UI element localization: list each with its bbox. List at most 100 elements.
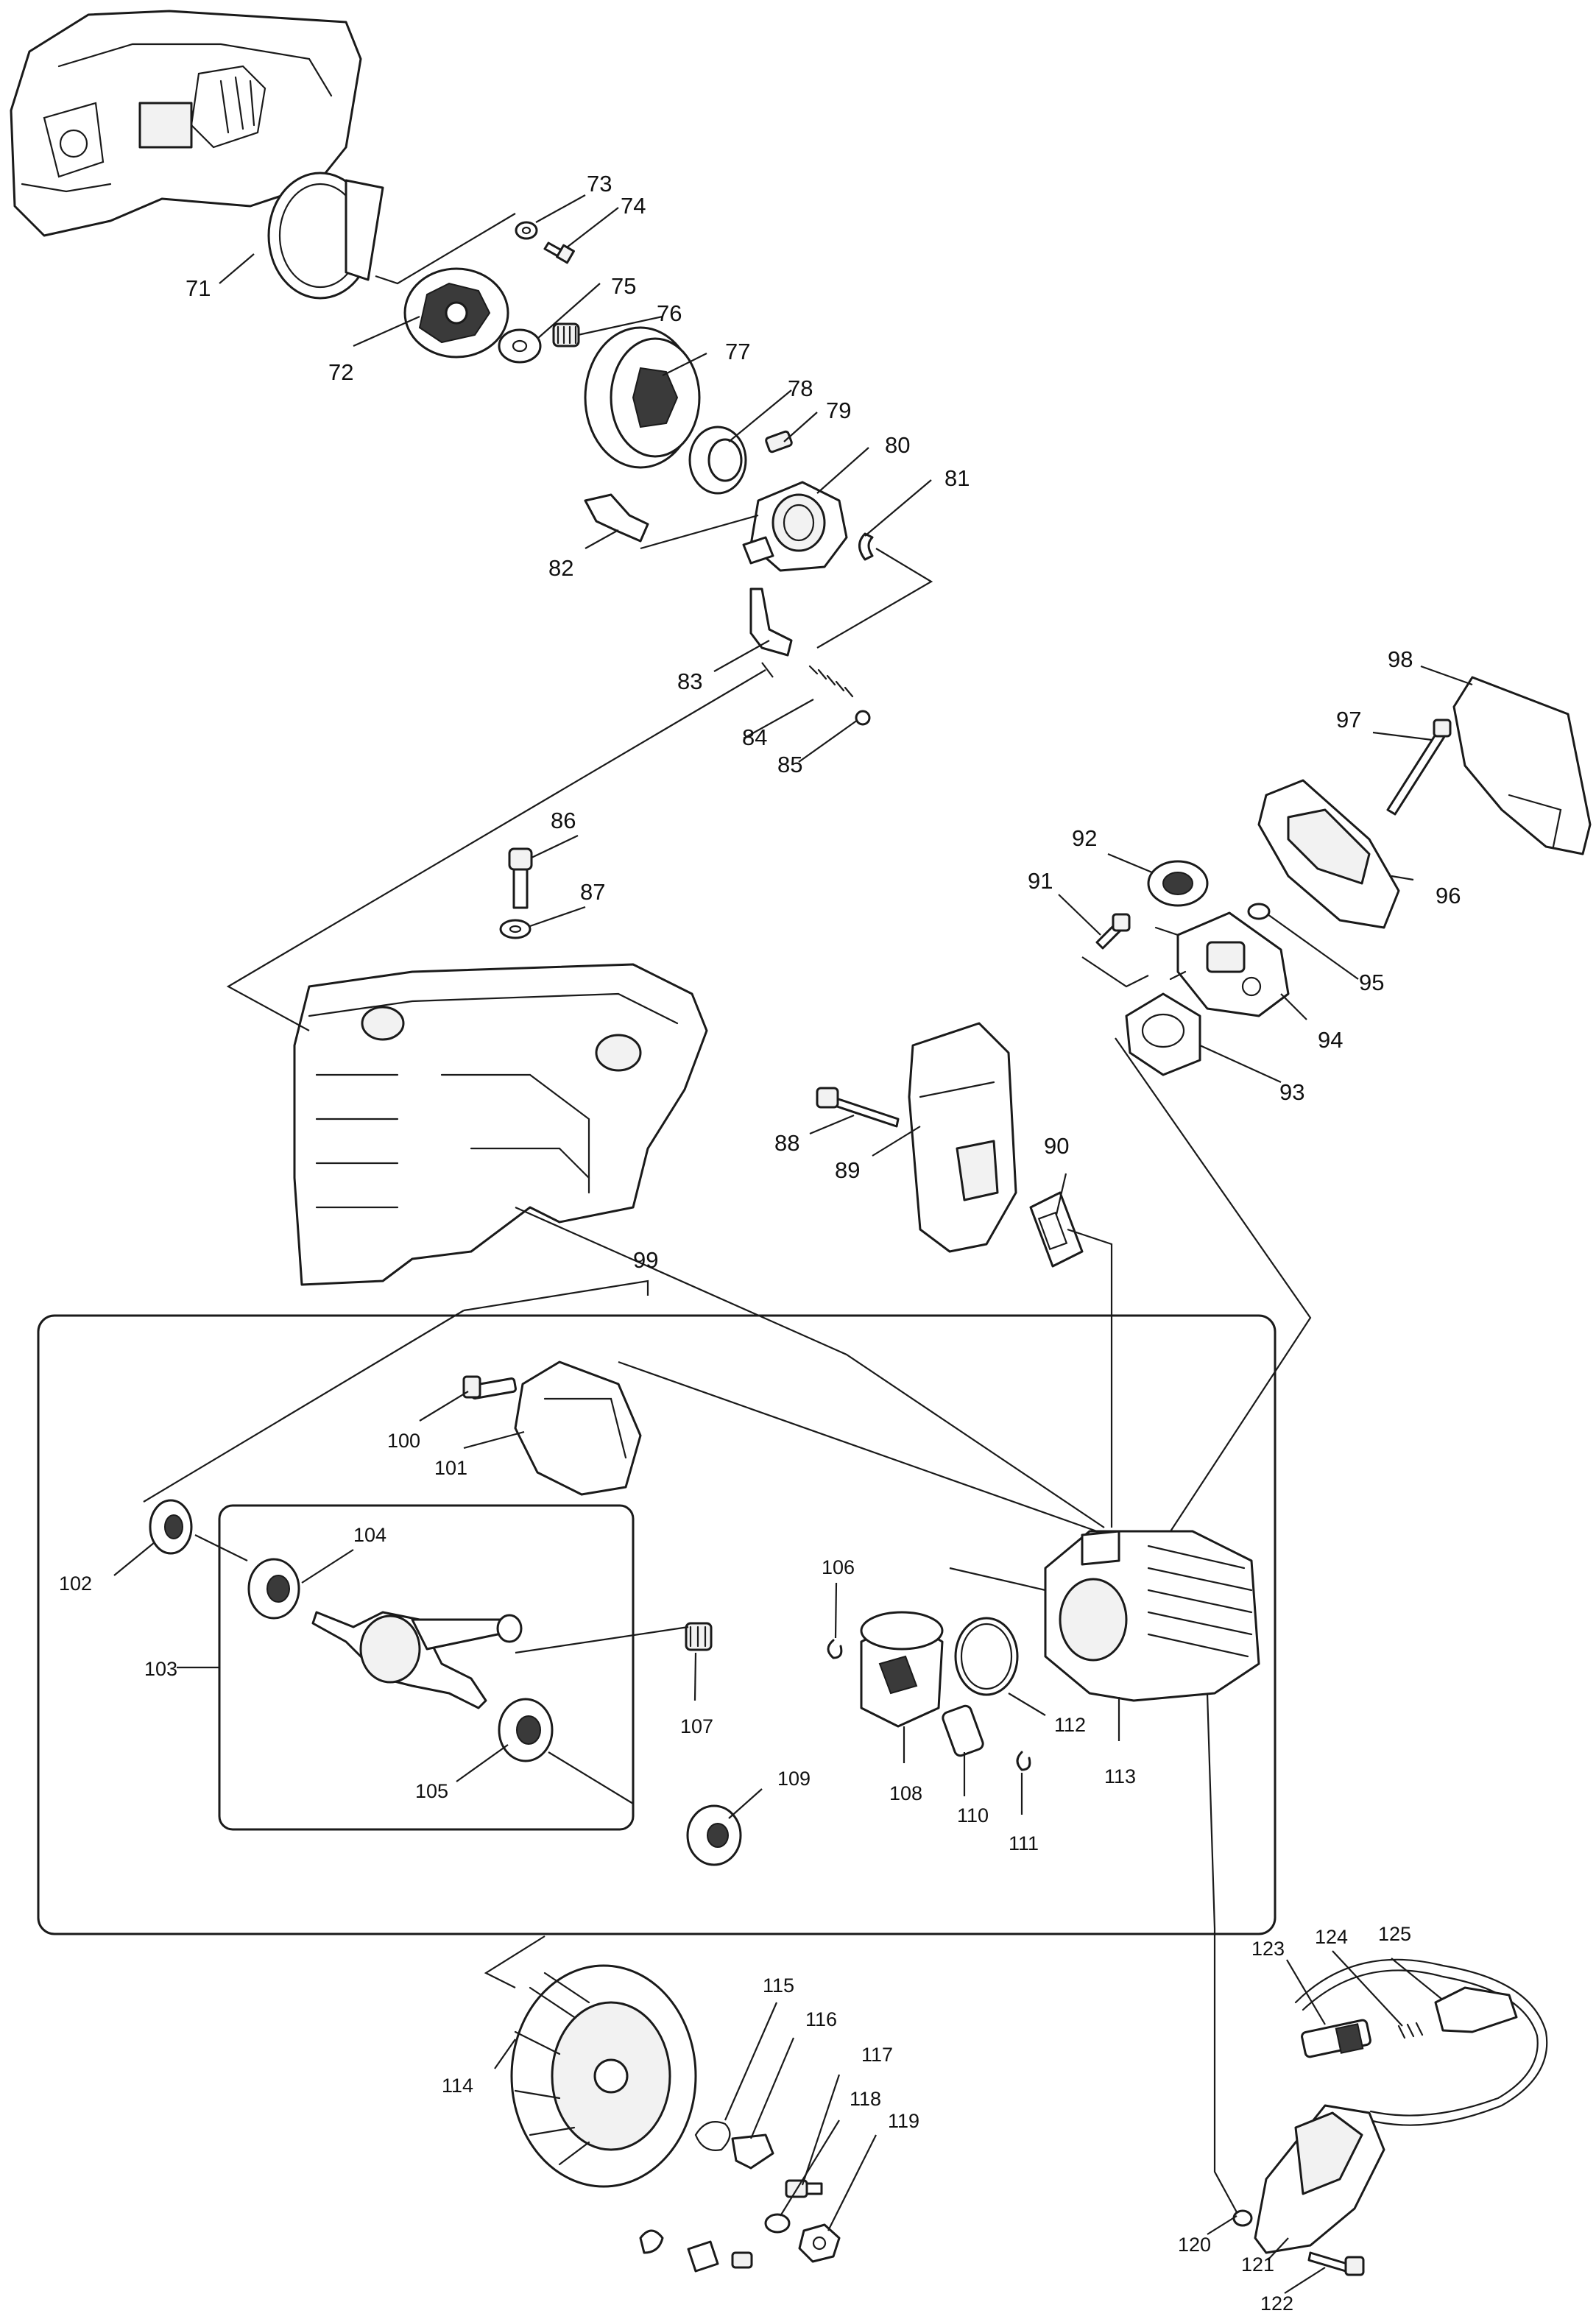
- callout-88: 88: [774, 1130, 799, 1156]
- callout-74: 74: [621, 193, 646, 219]
- part-85-ball: [855, 710, 871, 726]
- callout-labels: 71 72 73 74 75 76 77 78 79 80 81 82 83 8…: [59, 171, 1461, 2315]
- part-108-piston: [860, 1611, 944, 1728]
- callout-114: 114: [442, 2075, 473, 2097]
- part-90-gasket: [1029, 1191, 1084, 1268]
- crankcase-body: [293, 963, 708, 1286]
- callout-116: 116: [805, 2008, 837, 2030]
- part-123-spark-plug: [1301, 2019, 1371, 2058]
- callout-82: 82: [548, 555, 573, 581]
- callout-91: 91: [1028, 868, 1053, 894]
- callout-107: 107: [680, 1715, 713, 1737]
- part-124-spring: [1397, 2022, 1424, 2039]
- callout-94: 94: [1318, 1027, 1343, 1053]
- part-97-bolt: [1386, 719, 1452, 816]
- part-109-oil-seal: [686, 1804, 742, 1866]
- callout-121: 121: [1241, 2253, 1274, 2276]
- callout-101: 101: [434, 1457, 467, 1479]
- callout-118: 118: [850, 2088, 881, 2110]
- callout-86: 86: [551, 808, 576, 833]
- part-94-carburetor: [1154, 911, 1290, 1017]
- callout-98: 98: [1388, 646, 1413, 672]
- part-106-circlip: [827, 1639, 843, 1659]
- part-87-washer: [499, 919, 532, 939]
- flywheel-small-parts: [639, 2229, 753, 2273]
- callout-90: 90: [1044, 1133, 1069, 1159]
- part-121-ignition-coil: [1254, 2104, 1385, 2254]
- part-125-plug-cap: [1434, 1986, 1518, 2033]
- part-110-piston-pin: [942, 1704, 984, 1757]
- part-117-screw: [785, 2179, 823, 2198]
- part-77-clutch-drum: [584, 326, 701, 469]
- group-99-box: [37, 1314, 1277, 1935]
- callout-125: 125: [1378, 1923, 1411, 1945]
- callout-112: 112: [1054, 1714, 1086, 1736]
- part-92-cup: [1147, 860, 1209, 907]
- part-100-screw: [462, 1375, 517, 1399]
- part-71-cover-ring: [267, 172, 384, 300]
- part-114-flywheel: [510, 1964, 697, 2188]
- callout-96: 96: [1436, 883, 1461, 908]
- part-89-muffler: [908, 1022, 1017, 1253]
- part-122-screw: [1307, 2251, 1365, 2276]
- part-93-insulator: [1125, 992, 1201, 1076]
- callout-89: 89: [835, 1157, 860, 1183]
- callout-78: 78: [788, 375, 813, 401]
- callout-76: 76: [657, 300, 682, 326]
- part-115-spring: [694, 2121, 731, 2151]
- callout-84: 84: [742, 724, 767, 750]
- callout-100: 100: [387, 1430, 420, 1452]
- callout-109: 109: [777, 1768, 811, 1790]
- part-78-worm: [688, 426, 747, 495]
- part-118-washer: [764, 2213, 791, 2234]
- part-113-cylinder: [1044, 1530, 1260, 1702]
- callout-120: 120: [1178, 2234, 1211, 2256]
- part-88-bolt: [816, 1087, 900, 1128]
- part-82-lever: [584, 493, 649, 543]
- callout-73: 73: [587, 171, 612, 197]
- part-119-nut: [798, 2223, 841, 2263]
- part-81-clip: [858, 532, 874, 561]
- callout-93: 93: [1279, 1079, 1304, 1105]
- part-120-washer: [1232, 2209, 1253, 2227]
- callout-95: 95: [1359, 970, 1384, 995]
- part-103-crankshaft: [311, 1611, 523, 1709]
- callout-105: 105: [415, 1780, 448, 1802]
- callout-106: 106: [822, 1556, 855, 1578]
- part-107-needle-bearing: [685, 1622, 713, 1651]
- callout-72: 72: [328, 359, 353, 385]
- part-79-screw: [765, 430, 793, 453]
- part-96-air-cleaner: [1257, 779, 1400, 929]
- callout-80: 80: [885, 432, 910, 458]
- callout-122: 122: [1260, 2292, 1293, 2315]
- callout-103: 103: [144, 1658, 177, 1680]
- callout-108: 108: [889, 1782, 922, 1804]
- callout-97: 97: [1336, 707, 1361, 733]
- callout-81: 81: [944, 465, 970, 491]
- callout-83: 83: [677, 668, 702, 694]
- part-86-bolt: [508, 847, 533, 909]
- callout-113: 113: [1104, 1765, 1136, 1787]
- part-104-bearing: [247, 1558, 300, 1620]
- callout-104: 104: [353, 1524, 386, 1546]
- part-95-o-ring: [1247, 903, 1271, 920]
- part-91-bolt: [1095, 913, 1131, 950]
- callout-119: 119: [888, 2110, 919, 2132]
- part-111-circlip: [1016, 1751, 1031, 1771]
- part-76-needle-bearing: [552, 322, 580, 347]
- part-116-pawl: [731, 2133, 774, 2170]
- callout-102: 102: [59, 1573, 92, 1595]
- callout-117: 117: [861, 2044, 893, 2066]
- part-75-washer: [498, 328, 542, 364]
- part-72-clutch: [403, 267, 509, 359]
- callout-124: 124: [1315, 1926, 1348, 1948]
- part-74-screw: [543, 241, 575, 264]
- leader-lines: [113, 194, 1473, 2294]
- part-112-piston-ring: [954, 1617, 1019, 1696]
- callout-87: 87: [580, 879, 605, 905]
- callout-123: 123: [1251, 1938, 1285, 1960]
- callout-115: 115: [763, 1974, 794, 1997]
- callout-79: 79: [826, 398, 851, 423]
- callout-110: 110: [957, 1804, 989, 1826]
